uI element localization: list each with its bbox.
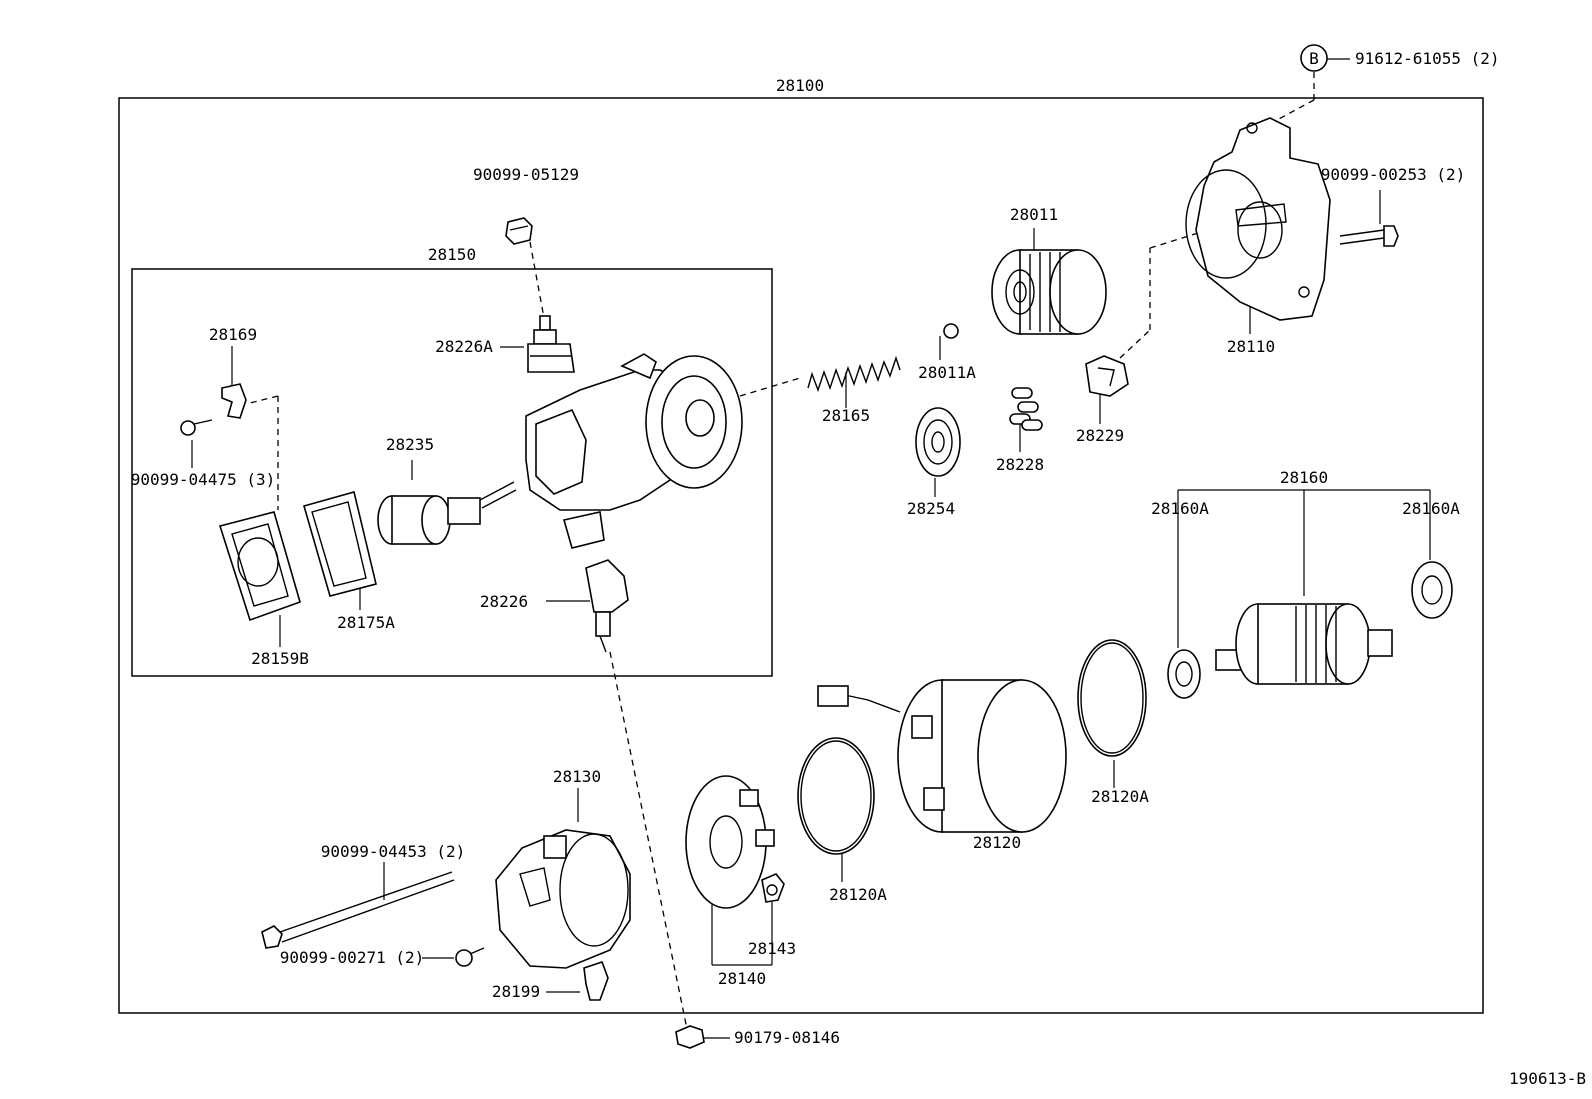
label-28140: 28140 (718, 969, 766, 988)
label-28226A: 28226A (435, 337, 493, 356)
yoke-28120-icon (817, 679, 1067, 833)
screw-90099-00271-icon (455, 947, 485, 967)
nut-90179-08146-icon (675, 1025, 705, 1049)
o-ring-28120A-mid-icon (797, 737, 875, 855)
spring-28143-icon (761, 873, 785, 903)
rollers-28228-icon (1009, 387, 1043, 431)
bolt-90099-00253-icon (1339, 225, 1399, 247)
label-28011A: 28011A (918, 363, 976, 382)
label-28235: 28235 (386, 435, 434, 454)
label-28199: 28199 (492, 982, 540, 1001)
clamp-28169-icon (221, 383, 247, 419)
label-28110: 28110 (1227, 337, 1275, 356)
clamp-28199-icon (583, 960, 609, 1001)
bolt-90099-05129-icon (505, 217, 533, 245)
label-28120: 28120 (973, 833, 1021, 852)
drive-housing-28110-icon (1185, 117, 1331, 321)
end-cover-28159B-icon (218, 511, 301, 622)
part-labels: 28100 28150 91612-61055 (2) 90099-05129 … (131, 49, 1586, 1088)
label-90099-04453: 90099-04453 (2) (321, 842, 466, 861)
plunger-28235-icon (377, 481, 517, 545)
spring-28165-icon (807, 355, 901, 393)
idler-gear-28254-icon (915, 407, 961, 477)
label-28175A: 28175A (337, 613, 395, 632)
magnetic-switch-housing-icon (525, 353, 743, 549)
terminal-28226A-icon (527, 315, 575, 373)
label-28100: 28100 (776, 76, 824, 95)
label-28229: 28229 (1076, 426, 1124, 445)
label-28160A-left: 28160A (1151, 499, 1209, 518)
retainer-28229-icon (1085, 355, 1129, 397)
label-28165: 28165 (822, 406, 870, 425)
through-bolt-90099-04453-icon (261, 871, 455, 949)
callout-b: B (1300, 44, 1328, 72)
label-28130: 28130 (553, 767, 601, 786)
terminal-28226-icon (585, 559, 629, 653)
label-28160A-right: 28160A (1402, 499, 1460, 518)
label-90099-00271: 90099-00271 (2) (280, 948, 425, 967)
label-28169: 28169 (209, 325, 257, 344)
armature-28160-icon (1215, 603, 1393, 685)
brush-holder-28140-icon (685, 775, 775, 909)
label-28011: 28011 (1010, 205, 1058, 224)
bearing-28160A-right-icon (1411, 561, 1453, 619)
diagram-code: 190613-B (1509, 1069, 1586, 1088)
label-28254: 28254 (907, 499, 955, 518)
bearing-28160A-left-icon (1167, 649, 1201, 699)
gasket-28175A-icon (303, 491, 377, 597)
label-28160: 28160 (1280, 468, 1328, 487)
subassembly-frame-28150 (131, 268, 773, 677)
label-28228: 28228 (996, 455, 1044, 474)
label-28226: 28226 (480, 592, 528, 611)
label-90099-00253: 90099-00253 (2) (1321, 165, 1466, 184)
label-28143: 28143 (748, 939, 796, 958)
label-90179-08146: 90179-08146 (734, 1028, 840, 1047)
callout-b-letter: B (1309, 49, 1319, 68)
clutch-28011-icon (991, 249, 1107, 335)
assembly-frame-28100 (118, 97, 1484, 1014)
label-28120A-mid: 28120A (829, 885, 887, 904)
label-28150: 28150 (428, 245, 476, 264)
o-ring-28120A-right-icon (1077, 639, 1147, 757)
screw-90099-04475-icon (180, 419, 213, 436)
label-28159B: 28159B (251, 649, 309, 668)
end-frame-28130-icon (495, 829, 631, 969)
ball-28011A-icon (943, 323, 959, 339)
label-28120A-right: 28120A (1091, 787, 1149, 806)
label-90099-05129: 90099-05129 (473, 165, 579, 184)
label-91612-61055: 91612-61055 (2) (1355, 49, 1500, 68)
label-90099-04475: 90099-04475 (3) (131, 470, 276, 489)
